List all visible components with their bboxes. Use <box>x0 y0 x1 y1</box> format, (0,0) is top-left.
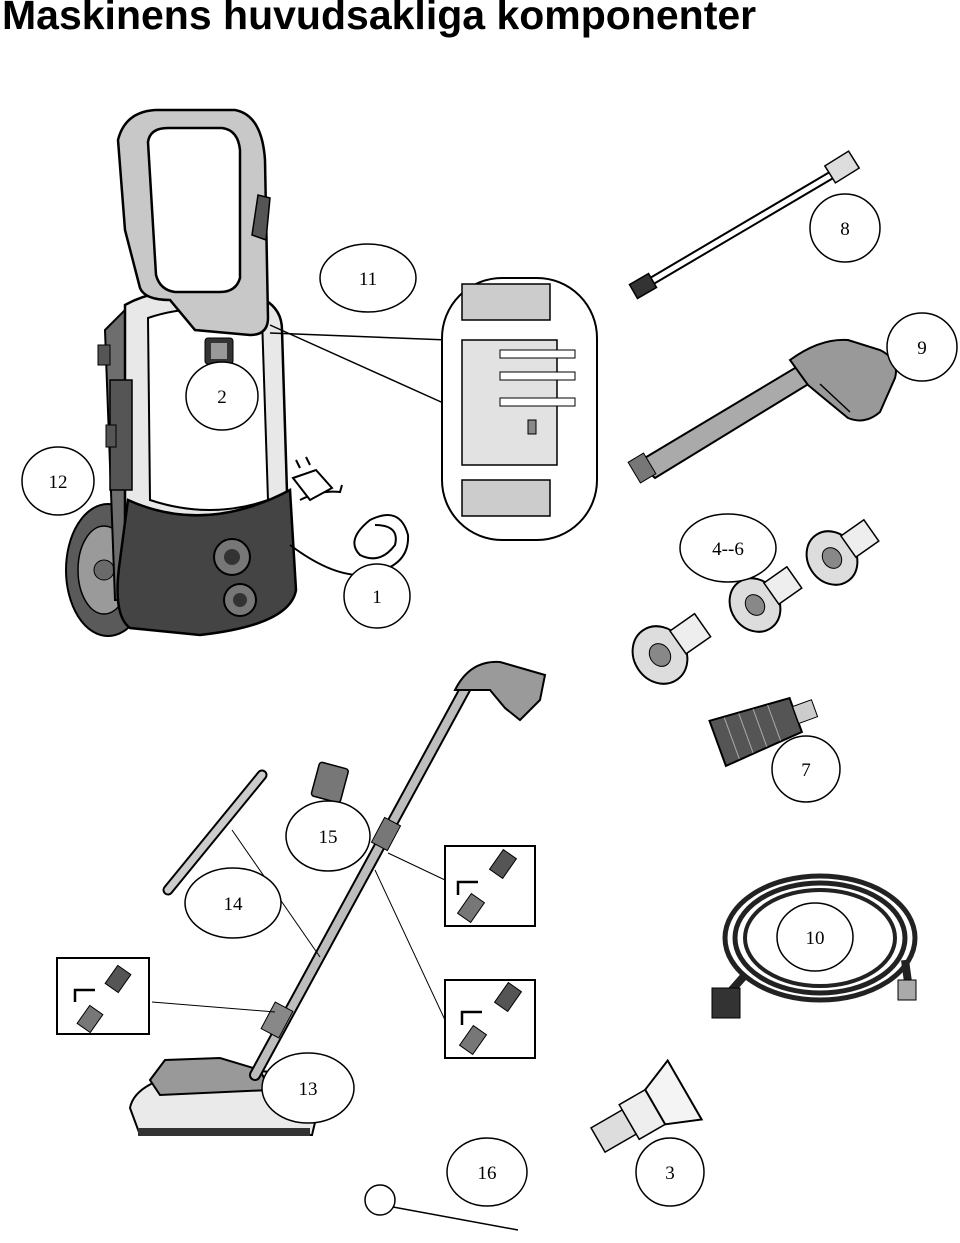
callout-2: 2 <box>185 361 259 431</box>
callout-14: 14 <box>184 867 282 939</box>
callout-16: 16 <box>446 1137 528 1207</box>
callout-10: 10 <box>776 902 854 972</box>
callout-13-label: 13 <box>299 1079 318 1100</box>
trigger-gun-part <box>627 338 897 484</box>
callout-15: 15 <box>285 800 371 872</box>
hose-connector-part <box>590 1058 704 1154</box>
callout-3: 3 <box>635 1137 705 1207</box>
rotary-nozzle-part <box>708 696 819 768</box>
callout-11-label: 11 <box>359 269 377 290</box>
callout-13: 13 <box>261 1052 355 1124</box>
adapter-part <box>310 761 349 804</box>
callout-14-label: 14 <box>224 894 244 915</box>
assembly-detail-boxes <box>56 829 536 1059</box>
callout-9: 9 <box>886 312 958 382</box>
callout-1-label: 1 <box>372 587 382 608</box>
callout-15-label: 15 <box>319 827 338 848</box>
accessory-holder-detail <box>269 277 598 541</box>
callout-4-6: 4--6 <box>679 513 777 583</box>
nozzles-part <box>631 518 880 685</box>
callout-8: 8 <box>809 193 881 263</box>
callout-2-label: 2 <box>217 387 227 408</box>
callout-11: 11 <box>319 243 417 313</box>
extension-lance-part <box>162 769 268 896</box>
page-title: Maskinens huvudsakliga komponenter <box>2 0 757 38</box>
callout-1: 1 <box>343 563 411 629</box>
callout-10-label: 10 <box>806 928 825 949</box>
callout-7-label: 7 <box>801 760 811 781</box>
lance-part <box>628 150 861 300</box>
high-pressure-hose-part <box>711 873 918 1019</box>
callout-4-6-label: 4--6 <box>712 539 744 560</box>
cleaning-needle-part <box>364 1184 519 1231</box>
callout-12: 12 <box>21 446 95 516</box>
callout-16-label: 16 <box>478 1163 497 1184</box>
callout-8-label: 8 <box>840 219 850 240</box>
callout-12-label: 12 <box>49 472 68 493</box>
callout-7: 7 <box>771 735 841 803</box>
callout-3-label: 3 <box>665 1163 675 1184</box>
callout-9-label: 9 <box>917 338 927 359</box>
